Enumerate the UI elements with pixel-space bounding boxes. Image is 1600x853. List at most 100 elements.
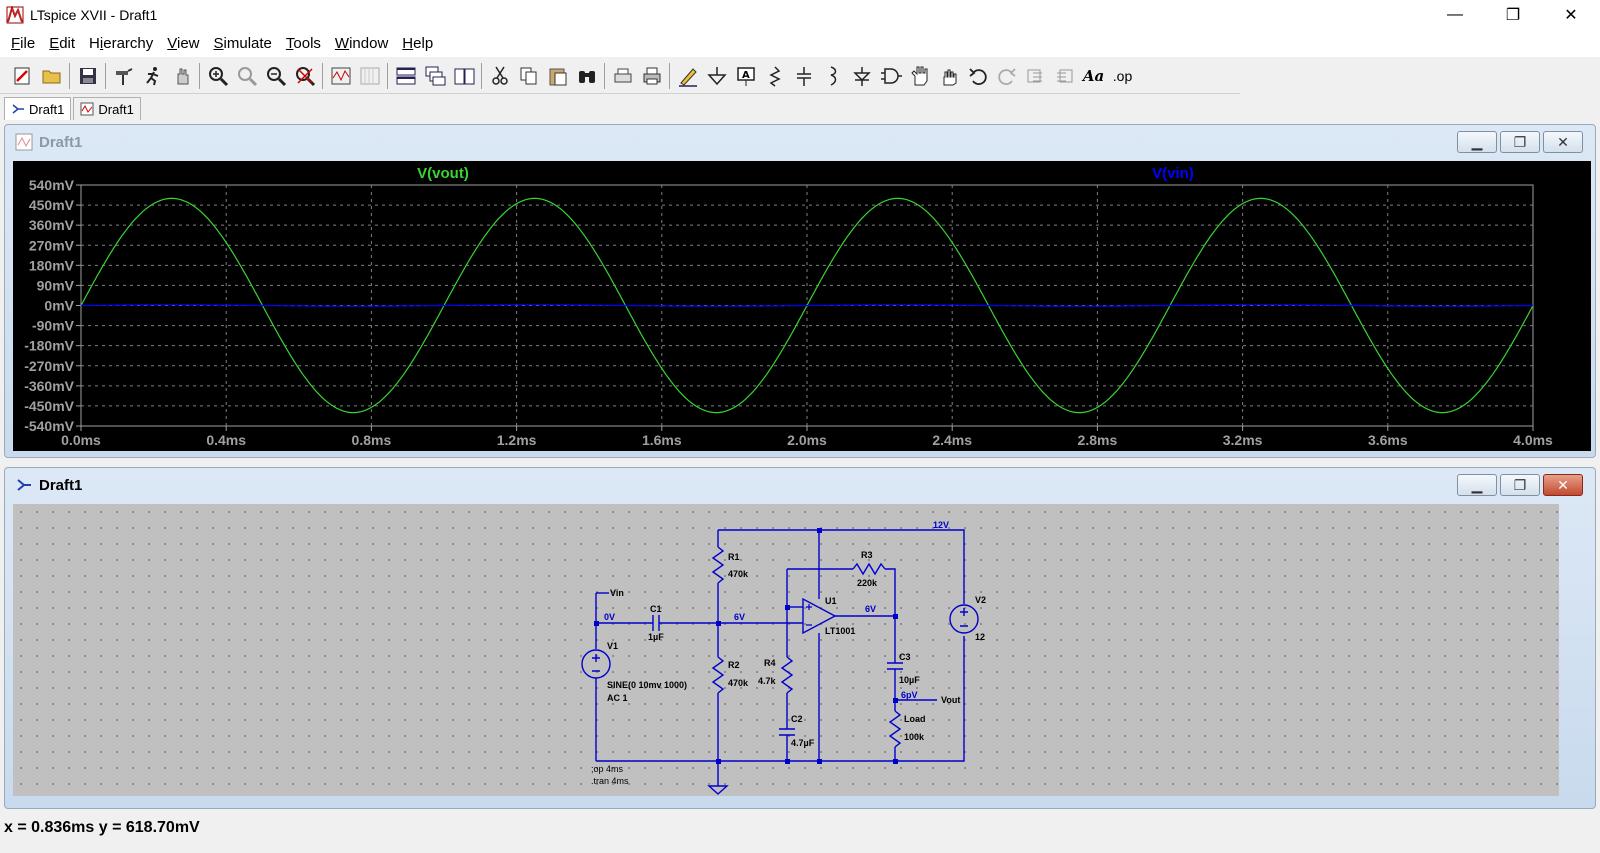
capacitor-button[interactable]	[789, 62, 818, 91]
schematic-restore-button[interactable]: ❐	[1500, 474, 1540, 496]
halt-hand-icon	[177, 68, 188, 85]
undo-button[interactable]	[963, 62, 992, 91]
print-button[interactable]	[637, 62, 666, 91]
schematic-window-titlebar[interactable]: Draft1	[5, 468, 1595, 502]
save-button[interactable]	[73, 62, 102, 91]
label-net-button[interactable]: A	[731, 62, 760, 91]
waveform-settings-button[interactable]	[355, 62, 384, 91]
menu-item[interactable]: View	[167, 35, 200, 52]
drag-button[interactable]	[934, 62, 963, 91]
pan-button[interactable]	[232, 62, 261, 91]
print-setup-button[interactable]	[608, 62, 637, 91]
zoom-out-button[interactable]	[261, 62, 290, 91]
run-button[interactable]	[138, 62, 167, 91]
waveform-icon	[80, 102, 94, 116]
cascade-button[interactable]	[420, 62, 449, 91]
capacitor-icon	[796, 67, 811, 86]
r4-value: 4.7k	[758, 676, 777, 686]
close-button[interactable]: ✕	[1564, 7, 1578, 24]
opamp-u1	[802, 597, 837, 635]
menu-item[interactable]: Edit	[49, 35, 76, 52]
minimize-button[interactable]: —	[1447, 6, 1463, 23]
ground-button[interactable]	[702, 62, 731, 91]
menu-item[interactable]: Simulate	[213, 35, 272, 52]
resistor-r2	[711, 656, 725, 694]
y-tick-label: 450mV	[29, 197, 75, 213]
paste-icon	[549, 68, 566, 86]
menu-item[interactable]: File	[11, 35, 36, 52]
zoom-fit-button[interactable]	[290, 62, 319, 91]
toolbar-separator	[604, 63, 605, 89]
cut-button[interactable]	[485, 62, 514, 91]
printer-setup-icon	[614, 68, 631, 83]
waveform-restore-button[interactable]: ❐	[1500, 131, 1540, 153]
waveform-close-button[interactable]: ✕	[1543, 131, 1583, 153]
r2-value: 470k	[728, 678, 749, 688]
menu-item[interactable]: Help	[402, 35, 434, 52]
waveform-minimize-button[interactable]: ▁	[1457, 131, 1497, 153]
zoom-in-button[interactable]	[203, 62, 232, 91]
menu-item[interactable]: Hierarchy	[89, 35, 154, 52]
zoom-in-icon	[208, 67, 228, 87]
menu-item[interactable]: Window	[334, 35, 389, 52]
u1-name: U1	[825, 596, 837, 606]
redo-button[interactable]	[992, 62, 1021, 91]
halt-button[interactable]	[167, 62, 196, 91]
new-schematic-button[interactable]	[8, 62, 37, 91]
y-tick-label: -450mV	[24, 398, 74, 414]
schematic-drawing: R1 470k R2 470k R3 220k R4 4.7k C1 1µF C…	[581, 520, 986, 795]
paste-button[interactable]	[543, 62, 572, 91]
maximize-button[interactable]: ❐	[1505, 7, 1521, 24]
spice-directive-button[interactable]: .op	[1108, 62, 1137, 91]
net-vin-label: Vin	[610, 588, 624, 598]
y-tick-label: 180mV	[29, 257, 75, 273]
move-button[interactable]	[905, 62, 934, 91]
load-name: Load	[904, 714, 926, 724]
copy-button[interactable]	[514, 62, 543, 91]
toolbar-separator	[105, 63, 106, 89]
schematic-minimize-button[interactable]: ▁	[1457, 474, 1497, 496]
inductor-button[interactable]	[818, 62, 847, 91]
find-button[interactable]	[572, 62, 601, 91]
copy-icon	[520, 67, 536, 85]
v2-name: V2	[975, 595, 986, 605]
y-tick-label: 270mV	[29, 237, 75, 253]
resistor-button[interactable]	[760, 62, 789, 91]
mirror-button[interactable]	[1050, 62, 1079, 91]
rotate-button[interactable]	[1021, 62, 1050, 91]
label-net-icon: A	[736, 67, 755, 86]
redo-icon	[997, 68, 1016, 85]
resistor-icon	[768, 66, 781, 87]
toolbar-separator	[481, 63, 482, 89]
node-voltage-6v-out: 6V	[865, 604, 876, 614]
waveform-window-titlebar[interactable]: Draft1	[5, 125, 1595, 159]
diode-button[interactable]	[847, 62, 876, 91]
menu-item[interactable]: Tools	[285, 35, 321, 52]
x-tick-label: 2.0ms	[787, 432, 827, 448]
rotate-icon	[1027, 69, 1042, 83]
zoom-fit-icon	[295, 67, 315, 87]
schematic-close-button[interactable]: ✕	[1543, 474, 1583, 496]
tab-label: Draft1	[29, 101, 65, 117]
open-button[interactable]	[37, 62, 66, 91]
tab-waveform[interactable]: Draft1	[73, 97, 141, 120]
text-aa-icon: Aa	[1082, 67, 1105, 85]
tile-horizontal-button[interactable]	[391, 62, 420, 91]
tab-schematic[interactable]: Draft1	[4, 97, 72, 120]
draw-wire-button[interactable]	[673, 62, 702, 91]
c1-name: C1	[650, 604, 662, 614]
text-button[interactable]: Aa	[1079, 62, 1108, 91]
y-tick-label: 90mV	[37, 277, 75, 293]
schematic-canvas[interactable]: R1 470k R2 470k R3 220k R4 4.7k C1 1µF C…	[13, 504, 1559, 796]
waveform-autorange-icon	[331, 67, 350, 85]
component-button[interactable]	[876, 62, 905, 91]
toolbar-separator	[199, 63, 200, 89]
tile-vertical-button[interactable]	[449, 62, 478, 91]
toolbar-separator	[322, 63, 323, 89]
control-panel-button[interactable]	[109, 62, 138, 91]
x-tick-label: 0.0ms	[61, 432, 101, 448]
autorange-button[interactable]	[326, 62, 355, 91]
